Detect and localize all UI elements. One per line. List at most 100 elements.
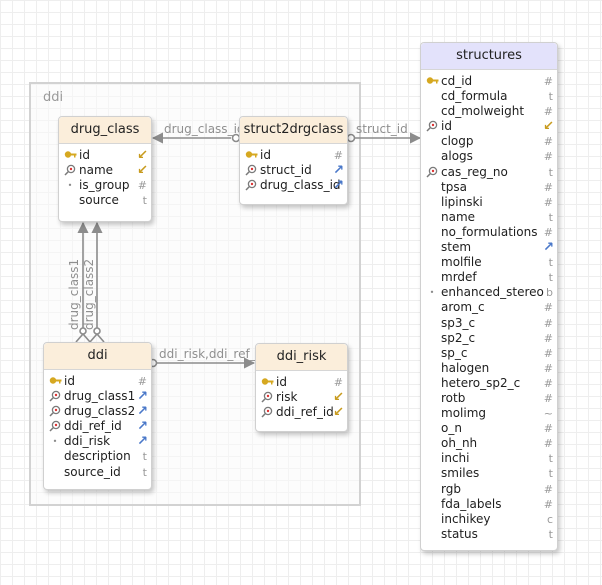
column-row[interactable]: struct_id↗: [240, 163, 347, 178]
label-drug-class-id: drug_class_id: [164, 122, 245, 136]
structures-header[interactable]: structures: [421, 43, 557, 70]
column-row[interactable]: halogen #: [421, 361, 557, 376]
column-type: #: [137, 375, 147, 388]
drug-class-header[interactable]: drug_class: [59, 117, 151, 144]
column-type: ~: [543, 407, 553, 421]
column-name: mrdef: [441, 270, 477, 285]
primary-key-icon: [260, 376, 274, 389]
column-row[interactable]: id#: [256, 375, 347, 390]
label-drug-class2: drug_class2: [82, 259, 96, 330]
column-row[interactable]: drug_class_id↗: [240, 178, 347, 193]
column-row[interactable]: clogp#: [421, 134, 557, 149]
column-row[interactable]: drug_class1↗: [44, 389, 151, 404]
column-row[interactable]: risk↙: [256, 390, 347, 405]
column-row[interactable]: ddi_ref_id↙: [256, 405, 347, 420]
column-row[interactable]: id#: [44, 374, 151, 389]
primary-key-icon: [48, 375, 62, 388]
column-row[interactable]: sp2_c#: [421, 331, 557, 346]
column-row[interactable]: sp3_c#: [421, 316, 557, 331]
column-name: ddi_ref_id: [276, 405, 334, 420]
column-row[interactable]: alogs#: [421, 149, 557, 164]
index-icon: [260, 406, 274, 419]
column-name: molfile: [441, 255, 482, 270]
column-row[interactable]: no_formulations#: [421, 225, 557, 240]
fk-outgoing-arrow-icon: ↗: [137, 404, 148, 420]
column-name: is_group: [79, 178, 130, 193]
column-row[interactable]: ddi_ref_id↗: [44, 419, 151, 434]
column-row[interactable]: lipinski#: [421, 195, 557, 210]
column-row[interactable]: name↙: [59, 163, 151, 178]
column-type: t: [548, 452, 553, 466]
column-name: o_n: [441, 421, 462, 436]
column-row[interactable]: fda_labels#: [421, 497, 557, 512]
column-row[interactable]: rotb #: [421, 391, 557, 406]
column-type: #: [333, 149, 343, 162]
column-row[interactable]: drug_class2↗: [44, 404, 151, 419]
label-struct-id: struct_id: [356, 122, 408, 136]
column-name: id: [441, 119, 452, 134]
column-name: drug_class2: [64, 404, 136, 419]
index-icon: [260, 391, 274, 404]
column-type: t: [548, 90, 553, 104]
column-row[interactable]: id↙: [59, 148, 151, 163]
primary-key-icon: [244, 149, 258, 162]
column-row[interactable]: oh_nh#: [421, 436, 557, 451]
column-row[interactable]: •is_group#: [59, 178, 151, 193]
fk-outgoing-arrow-icon: ↗: [333, 178, 344, 194]
column-row[interactable]: stem↗: [421, 240, 557, 255]
column-row[interactable]: rgb#: [421, 482, 557, 497]
column-row[interactable]: id ↙: [421, 119, 557, 134]
primary-key-icon: [425, 75, 439, 88]
index-icon: [425, 166, 439, 179]
ddi-risk-header[interactable]: ddi_risk: [256, 344, 347, 371]
ddi-table[interactable]: ddi id#drug_class1↗drug_class2↗ddi_ref_i…: [43, 342, 152, 490]
column-row[interactable]: sp_c#: [421, 346, 557, 361]
column-name: cd_id: [441, 74, 473, 88]
column-name: lipinski: [441, 194, 483, 209]
ddi-header[interactable]: ddi: [44, 343, 151, 370]
index-icon: [425, 120, 439, 133]
column-row[interactable]: •ddi_risk↗: [44, 434, 151, 449]
struct2drgclass-header[interactable]: struct2drgclass: [240, 117, 347, 144]
column-name: rotb: [441, 390, 466, 405]
index-icon: [63, 164, 77, 177]
column-row[interactable]: tpsa#: [421, 180, 557, 195]
fk-outgoing-arrow-icon: ↗: [137, 419, 148, 435]
column-row[interactable]: molimg~: [421, 406, 557, 421]
column-name: risk: [276, 390, 298, 405]
column-type: #: [543, 391, 553, 405]
ddi-risk-table[interactable]: ddi_risk id#risk↙ddi_ref_id↙: [255, 343, 348, 432]
fk-outgoing-arrow-icon: ↗: [137, 434, 148, 450]
column-name: halogen: [441, 360, 490, 375]
column-type: #: [543, 316, 553, 330]
column-row[interactable]: cd_id#: [421, 74, 557, 89]
fk-incoming-arrow-icon: ↙: [543, 119, 554, 135]
column-row[interactable]: cd_molweight#: [421, 104, 557, 119]
column-row[interactable]: arom_c#: [421, 300, 557, 315]
fk-outgoing-arrow-icon: ↗: [137, 389, 148, 405]
struct2drgclass-table[interactable]: struct2drgclass id#struct_id↗drug_class_…: [239, 116, 348, 205]
column-row[interactable]: id#: [240, 148, 347, 163]
column-type: #: [543, 361, 553, 375]
index-icon: [48, 405, 62, 418]
column-name: clogp: [441, 134, 474, 149]
column-row[interactable]: hetero_sp2_c#: [421, 376, 557, 391]
column-row[interactable]: o_n#: [421, 421, 557, 436]
column-type: t: [548, 467, 553, 481]
